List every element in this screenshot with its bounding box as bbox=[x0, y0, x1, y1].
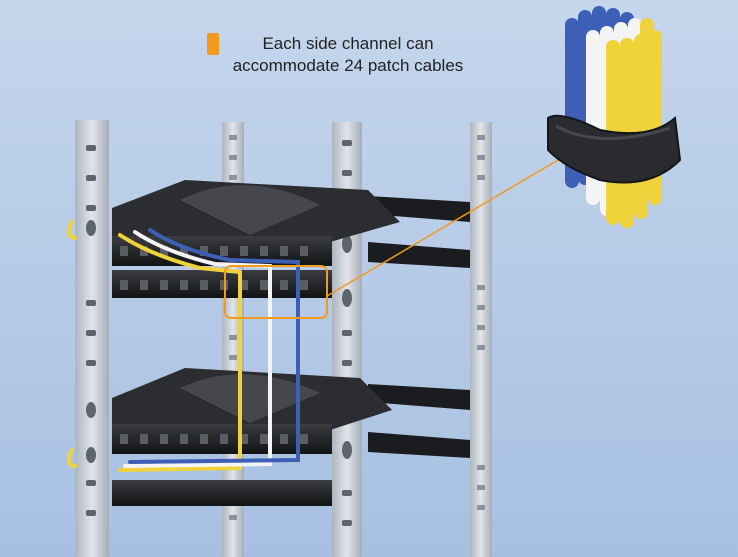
rack-brackets bbox=[368, 196, 470, 458]
caption-line-1: Each side channel can bbox=[262, 34, 434, 53]
rack-rail-front-right bbox=[332, 122, 362, 557]
lower-cable-tray bbox=[112, 368, 392, 506]
side-channel-highlight bbox=[224, 149, 576, 319]
orange-marker-icon bbox=[207, 33, 219, 55]
caption-text: Each side channel can accommodate 24 pat… bbox=[203, 33, 493, 77]
cable-bundle-detail bbox=[547, 6, 682, 228]
caption-line-2: accommodate 24 patch cables bbox=[232, 56, 464, 75]
rack-rail-front-left bbox=[75, 120, 109, 557]
rack-rail-back-right bbox=[470, 122, 492, 557]
